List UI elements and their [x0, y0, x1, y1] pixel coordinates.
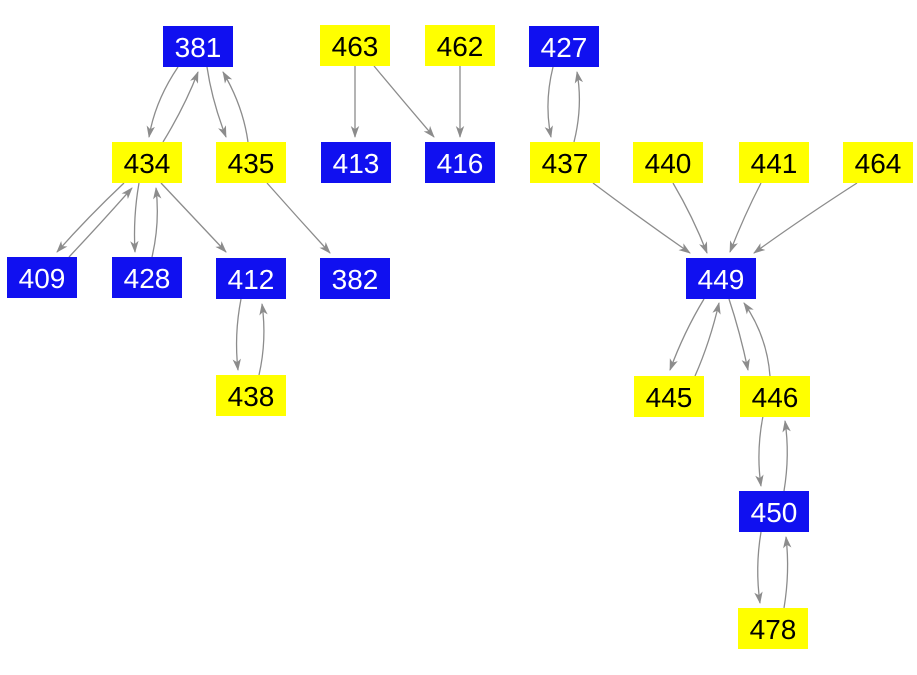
edge-412-438 — [232, 298, 242, 371]
edge-463-416 — [373, 65, 435, 138]
edge-445-449 — [694, 302, 721, 377]
node-381-label: 381 — [175, 32, 222, 63]
node-428-label: 428 — [124, 263, 171, 294]
nodes-layer: 381 463 462 427 434 435 413 416 437 440 441 464 409 4… — [7, 25, 913, 649]
node-381-box — [163, 26, 233, 67]
node-445-box — [634, 376, 704, 417]
edge-381-434 — [146, 66, 179, 138]
node-438-label: 438 — [228, 381, 275, 412]
edge-438-412 — [258, 303, 268, 376]
node-449: 449 — [686, 258, 756, 299]
node-446-label: 446 — [752, 382, 799, 413]
edge-434-428 — [130, 182, 140, 253]
node-462-label: 462 — [437, 31, 484, 62]
node-464-box — [843, 142, 913, 183]
node-435-label: 435 — [228, 148, 275, 179]
node-416: 416 — [425, 142, 495, 183]
node-463-box — [320, 25, 390, 66]
edge-446-450 — [755, 415, 764, 487]
node-437-label: 437 — [542, 148, 589, 179]
node-449-label: 449 — [698, 264, 745, 295]
node-437: 437 — [530, 142, 600, 183]
edge-446-449 — [743, 302, 771, 377]
edge-434-381 — [162, 71, 199, 143]
node-446-box — [740, 376, 810, 417]
node-416-label: 416 — [437, 148, 484, 179]
node-441-label: 441 — [751, 148, 798, 179]
node-434-label: 434 — [124, 148, 171, 179]
node-462-box — [425, 25, 495, 66]
edge-435-381 — [222, 71, 249, 143]
node-382-label: 382 — [332, 264, 379, 295]
edge-409-434 — [68, 187, 133, 258]
edge-440-449 — [672, 182, 708, 254]
node-438-box — [216, 375, 286, 416]
node-412-box — [216, 258, 286, 299]
edge-427-437 — [544, 66, 554, 138]
edge-434-409 — [56, 182, 125, 253]
node-464: 464 — [843, 142, 913, 183]
node-441-box — [739, 142, 809, 183]
node-413-box — [321, 142, 391, 183]
node-409-box — [7, 257, 77, 298]
node-435-box — [216, 142, 286, 183]
edge-449-446 — [728, 298, 750, 371]
node-427-box — [529, 26, 599, 67]
edge-428-434 — [151, 187, 162, 258]
node-478-box — [738, 608, 808, 649]
node-427-label: 427 — [541, 32, 588, 63]
node-428: 428 — [112, 257, 182, 298]
edge-449-445 — [669, 298, 705, 371]
edge-450-478 — [754, 531, 763, 604]
node-463: 463 — [320, 25, 390, 66]
node-445-label: 445 — [646, 382, 693, 413]
node-382: 382 — [320, 258, 390, 299]
edge-435-382 — [266, 182, 331, 254]
node-449-box — [686, 258, 756, 299]
node-428-box — [112, 257, 182, 298]
node-441: 441 — [739, 142, 809, 183]
node-412: 412 — [216, 258, 286, 299]
node-438: 438 — [216, 375, 286, 416]
node-437-box — [530, 142, 600, 183]
node-412-label: 412 — [228, 264, 275, 295]
node-450: 450 — [739, 491, 809, 532]
edge-450-446 — [782, 420, 791, 492]
node-446: 446 — [740, 376, 810, 417]
node-478-label: 478 — [750, 614, 797, 645]
node-478: 478 — [738, 608, 808, 649]
node-434: 434 — [112, 142, 182, 183]
node-409-label: 409 — [19, 263, 66, 294]
node-445: 445 — [634, 376, 704, 417]
node-416-box — [425, 142, 495, 183]
edge-437-449 — [592, 182, 691, 254]
edge-437-427 — [573, 71, 584, 143]
node-427: 427 — [529, 26, 599, 67]
edges-layer — [56, 65, 858, 609]
node-464-label: 464 — [855, 148, 902, 179]
node-381: 381 — [163, 26, 233, 67]
node-450-box — [739, 491, 809, 532]
node-409: 409 — [7, 257, 77, 298]
node-382-box — [320, 258, 390, 299]
node-462: 462 — [425, 25, 495, 66]
edge-434-412 — [160, 182, 227, 253]
edge-441-449 — [729, 182, 762, 253]
node-463-label: 463 — [332, 31, 379, 62]
node-440-box — [633, 142, 703, 183]
node-435: 435 — [216, 142, 286, 183]
edge-478-450 — [783, 536, 792, 609]
edge-381-435 — [206, 66, 227, 138]
edge-464-449 — [753, 182, 858, 254]
node-440-label: 440 — [645, 148, 692, 179]
node-450-label: 450 — [751, 497, 798, 528]
node-434-box — [112, 142, 182, 183]
node-440: 440 — [633, 142, 703, 183]
node-413: 413 — [321, 142, 391, 183]
node-413-label: 413 — [333, 148, 380, 179]
